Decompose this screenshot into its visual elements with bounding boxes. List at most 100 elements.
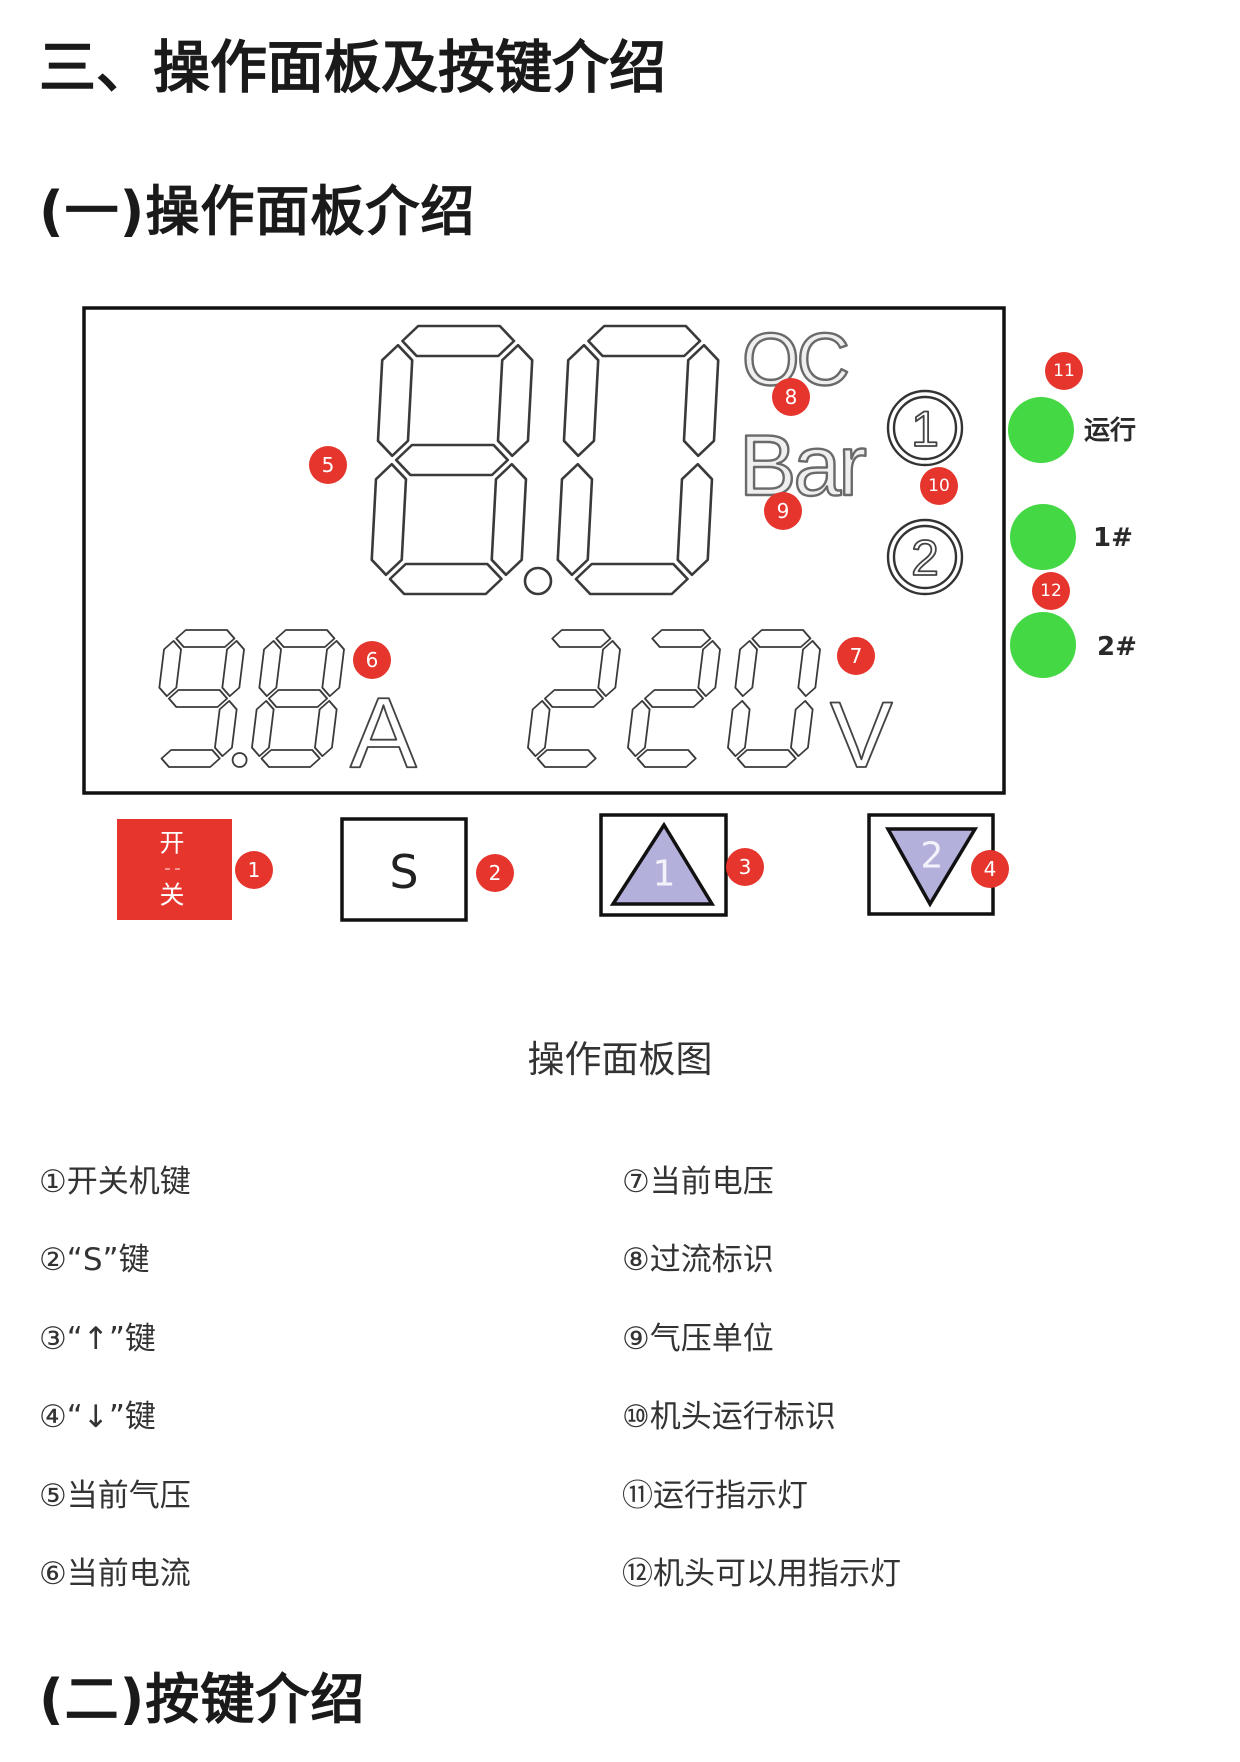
legend-item: ⑤当前气压	[39, 1477, 191, 1514]
legend-item: ⑫机头可以用指示灯	[622, 1555, 901, 1592]
callout-4: 4	[971, 850, 1009, 888]
head-1-run-mark: 1	[886, 389, 964, 467]
legend-right-column: ⑦当前电压 ⑧过流标识 ⑨气压单位 ⑩机头运行标识 ⑪运行指示灯 ⑫机头可以用指…	[622, 1143, 1182, 1613]
current-display-digit-2-segment-a	[275, 629, 336, 648]
voltage-display-digit-2-segment-d	[636, 749, 697, 768]
callout-1-number: 1	[248, 858, 261, 882]
legend-item: ⑥当前电流	[39, 1555, 191, 1592]
pressure-display-digit-1-segment-a	[401, 324, 516, 358]
callout-8-number: 8	[785, 385, 798, 409]
callout-9-badge	[764, 492, 802, 530]
callout-5-number: 5	[322, 453, 335, 477]
pressure-display-digit-1-segment-g	[394, 443, 510, 477]
head-2-mark-number: 2	[911, 530, 939, 586]
voltage-display-digit-3-segment-e	[727, 700, 751, 757]
voltage-display-digit-2-segment-a	[651, 629, 712, 648]
current-display-digit-1-segment-f	[158, 639, 182, 697]
pressure-unit: Bar	[739, 418, 866, 514]
callout-3-badge	[726, 848, 764, 886]
callout-9: 9	[764, 492, 802, 530]
s-key-label: S	[389, 845, 418, 899]
voltage-display-digit-1	[527, 629, 621, 768]
callout-10: 10	[920, 467, 958, 505]
head-1-indicator-label: 1#	[1093, 523, 1133, 553]
head-2-indicator-label: 2#	[1097, 632, 1137, 662]
voltage-display-digit-3-segment-c	[790, 700, 814, 757]
up-key: 1	[599, 813, 728, 917]
current-display-digit-2-segment-c	[314, 700, 338, 757]
s-key: S	[340, 817, 468, 922]
pressure-display-digit-2-segment-c	[676, 462, 714, 577]
voltage-display-digit-1-segment-b	[597, 639, 621, 697]
pressure-display-digit-1-segment-d	[388, 562, 503, 596]
operation-panel-figure: OC Bar 1 2 A V 运行 1# 2# 开 关 S	[82, 306, 1137, 922]
head-2-mark-outer-ring	[886, 518, 964, 596]
power-key-top-char: 开	[159, 829, 184, 858]
callout-3: 3	[726, 848, 764, 886]
head-1-mark-outer-ring	[886, 389, 964, 467]
section-title: 三、操作面板及按键介绍	[39, 35, 666, 101]
legend-item: ②“S”键	[39, 1242, 150, 1279]
pressure-display-digit-2	[556, 324, 720, 596]
voltage-display-digit-3-segment-d	[736, 749, 797, 768]
callout-11-number: 11	[1053, 361, 1075, 381]
callout-12: 12	[1032, 572, 1070, 610]
callout-4-badge	[971, 850, 1009, 888]
pressure-display-digit-1-segment-b	[496, 343, 534, 458]
callout-1-badge	[235, 851, 273, 889]
down-key-number: 2	[921, 836, 944, 877]
head-1-mark-inner-ring	[892, 395, 958, 461]
current-display-digit-2-segment-e	[251, 700, 275, 757]
voltage-display-digit-3-segment-a	[751, 629, 812, 648]
s-key-frame	[340, 817, 468, 922]
current-display-digit-1-segment-b	[221, 639, 245, 697]
pressure-display-digit-1-segment-f	[376, 343, 414, 458]
voltage-display-digit-3-segment-f	[734, 639, 758, 697]
callout-4-number: 4	[984, 857, 997, 881]
current-display-digit-2-segment-b	[321, 639, 345, 697]
voltage-display-digit-3	[727, 629, 821, 768]
power-key-bottom-char: 关	[159, 881, 184, 910]
voltage-display-digit-3-segment-b	[797, 639, 821, 697]
legend-item: ⑩机头运行标识	[622, 1399, 836, 1436]
up-triangle-icon	[609, 821, 716, 906]
indicator-head-1: 1#	[1010, 504, 1133, 570]
voltage-display-digit-1-segment-e	[527, 700, 551, 757]
callout-6: 6	[353, 641, 391, 679]
callout-10-number: 10	[928, 476, 950, 496]
legend-left-column: ①开关机键 ②“S”键 ③“↑”键 ④“↓”键 ⑤当前气压 ⑥当前电流	[39, 1143, 599, 1613]
pressure-display-digit-2-segment-a	[587, 324, 702, 358]
up-key-number: 1	[653, 854, 676, 895]
current-display-digit-2-segment-g	[267, 689, 328, 708]
voltage-display	[527, 629, 821, 768]
callout-3-number: 3	[739, 855, 752, 879]
legend-item: ⑧过流标识	[622, 1242, 774, 1279]
callout-6-badge	[353, 641, 391, 679]
run-indicator-light	[1008, 397, 1074, 463]
head-2-run-mark: 2	[886, 518, 964, 596]
head-2-indicator-light	[1010, 612, 1076, 678]
current-unit: A	[350, 677, 417, 789]
callout-5-badge	[309, 446, 347, 484]
callout-11: 11	[1045, 352, 1083, 390]
legend-item: ⑪运行指示灯	[622, 1477, 808, 1514]
callout-9-number: 9	[777, 499, 790, 523]
legend-item: ①开关机键	[39, 1164, 191, 1200]
voltage-display-digit-2-segment-e	[627, 700, 651, 757]
voltage-display-digit-2-segment-b	[697, 639, 721, 697]
callout-2-number: 2	[489, 861, 502, 885]
callout-2-badge	[476, 854, 514, 892]
callout-8-badge	[772, 378, 810, 416]
callout-10-badge	[920, 467, 958, 505]
callout-7: 7	[837, 637, 875, 675]
current-display	[158, 629, 345, 768]
pressure-display-digit-2-segment-b	[682, 343, 720, 458]
legend-item: ⑦当前电压	[622, 1164, 774, 1200]
current-display-digit-2-segment-f	[258, 639, 282, 697]
callout-8: 8	[772, 378, 810, 416]
voltage-display-digit-2-segment-g	[643, 689, 704, 708]
current-display-digit-2	[251, 629, 345, 768]
current-display-digit-1-segment-a	[175, 629, 236, 648]
pressure-display-digit-2-segment-f	[562, 343, 600, 458]
pressure-display-digit-1	[370, 324, 534, 596]
